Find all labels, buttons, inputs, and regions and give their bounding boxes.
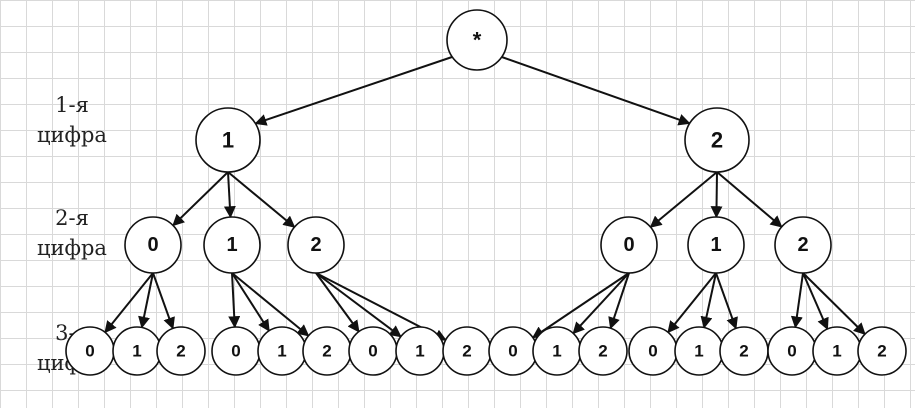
node-2-1-level2-circle [600,216,658,274]
edge-node-1-node-1-1 [172,171,229,227]
node-1-1-1-level3: 0 [65,326,115,376]
node-1-3-level2: 2 [287,216,345,274]
node-2-1-level2: 0 [600,216,658,274]
node-2-level1: 2 [684,107,750,173]
edge-node-1-2-node-1-2-1 [228,272,241,329]
node-1-1-level2: 0 [124,216,182,274]
level-1-label-line-1: 1-я [55,93,89,117]
edge-node-2-1-node-2-1-1 [531,272,630,339]
edge-node-1-2-node-1-2-2 [231,272,270,332]
node-1-3-level2-label: 2 [310,234,321,256]
node-2-2-1-level3: 0 [628,326,678,376]
node-1-1-3-level3-label: 2 [176,342,185,361]
node-2-2-3-level3-label: 2 [739,342,748,361]
edge-node-2-node-2-1 [649,171,718,228]
node-2-1-level2-label: 0 [623,234,634,256]
node-2-2-2-level3-label: 1 [694,342,703,361]
node-2-level1-circle [684,107,750,173]
level-2-label-line-1: 2-я [55,206,89,230]
level-2-label-line-2: цифра [37,236,107,260]
node-2-level1-label: 2 [711,128,723,153]
node-1-3-3-level3-label: 2 [462,342,471,361]
edge-node-1-1-node-1-1-2 [138,272,154,329]
node-2-2-3-level3: 2 [719,326,769,376]
node-1-2-3-level3-label: 2 [322,342,331,361]
node-2-1-3-level3-circle [578,326,628,376]
node-1-1-level2-label: 0 [147,234,158,256]
node-2-2-level2-label: 1 [710,234,721,256]
node-1-1-2-level3: 1 [112,326,162,376]
edge-node-2-1-node-2-1-3 [608,272,630,330]
edge-node-1-node-1-3 [227,171,296,228]
edge-root-node-2 [498,55,691,126]
edge-node-1-3-node-1-3-1 [315,272,360,333]
level-2-label: 2-я цифра [12,203,132,263]
edge-node-2-node-2-3 [716,171,783,228]
edge-node-2-2-node-2-2-1 [667,272,717,334]
node-1-2-level2-label: 1 [226,234,237,256]
node-1-level1: 1 [195,107,261,173]
node-1-1-3-level3: 2 [156,326,206,376]
node-2-3-1-level3: 0 [767,326,817,376]
edge-node-1-3-node-1-3-2 [315,272,402,338]
node-1-2-2-level3: 1 [257,326,307,376]
node-2-3-2-level3-label: 1 [832,342,841,361]
node-2-1-3-level3-label: 2 [598,342,607,361]
node-1-2-1-level3-label: 0 [231,342,240,361]
level-1-label-line-2: цифра [37,123,107,147]
root-node: * [446,9,508,71]
edge-root-node-1 [254,55,456,126]
node-1-3-2-level3: 1 [395,326,445,376]
edge-node-1-node-1-2 [223,171,236,219]
node-2-3-3-level3: 2 [857,326,907,376]
node-1-2-2-level3-label: 1 [277,342,286,361]
node-2-2-level2-circle [687,216,745,274]
node-1-1-2-level3-label: 1 [132,342,141,361]
node-2-3-level2-label: 2 [797,234,808,256]
root-node-label: * [473,28,482,53]
node-1-3-2-level3-label: 1 [415,342,424,361]
node-2-3-level2: 2 [774,216,832,274]
node-2-1-1-level3: 0 [488,326,538,376]
edge-node-1-1-node-1-1-3 [152,272,175,330]
node-1-3-1-level3-label: 0 [368,342,377,361]
node-1-level1-circle [195,107,261,173]
edge-node-1-1-node-1-1-1 [104,272,154,334]
node-1-3-1-level3: 0 [348,326,398,376]
node-2-3-3-level3-circle [857,326,907,376]
edge-node-2-2-node-2-2-3 [715,272,738,330]
edge-node-2-1-node-2-1-2 [572,272,630,335]
edge-node-1-2-node-1-2-3 [231,272,310,337]
node-1-2-level2-circle [203,216,261,274]
level-1-label: 1-я цифра [12,90,132,150]
node-2-3-3-level3-label: 2 [877,342,886,361]
node-2-3-1-level3-label: 0 [787,342,796,361]
node-2-1-2-level3-label: 1 [552,342,561,361]
node-2-1-3-level3: 2 [578,326,628,376]
node-1-2-level2: 1 [203,216,261,274]
node-1-2-3-level3: 2 [302,326,352,376]
node-1-2-1-level3: 0 [211,326,261,376]
node-2-1-2-level3: 1 [532,326,582,376]
edge-node-2-2-node-2-2-2 [700,272,717,329]
node-1-1-level2-circle [124,216,182,274]
edge-node-2-3-node-2-3-1 [790,272,804,329]
edge-node-2-3-node-2-3-2 [802,272,829,331]
root-node-circle [446,9,508,71]
node-1-1-1-level3-label: 0 [85,342,94,361]
node-2-2-level2: 1 [687,216,745,274]
node-2-1-1-level3-label: 0 [508,342,517,361]
node-1-level1-label: 1 [222,128,234,153]
node-2-2-2-level3: 1 [674,326,724,376]
node-2-3-level2-circle [774,216,832,274]
edge-node-2-node-2-2 [710,171,723,219]
node-1-3-level2-circle [287,216,345,274]
node-2-3-2-level3: 1 [812,326,862,376]
node-2-2-1-level3-label: 0 [648,342,657,361]
node-1-3-3-level3: 2 [442,326,492,376]
node-1-1-3-level3-circle [156,326,206,376]
edge-node-2-3-node-2-3-3 [802,272,866,335]
